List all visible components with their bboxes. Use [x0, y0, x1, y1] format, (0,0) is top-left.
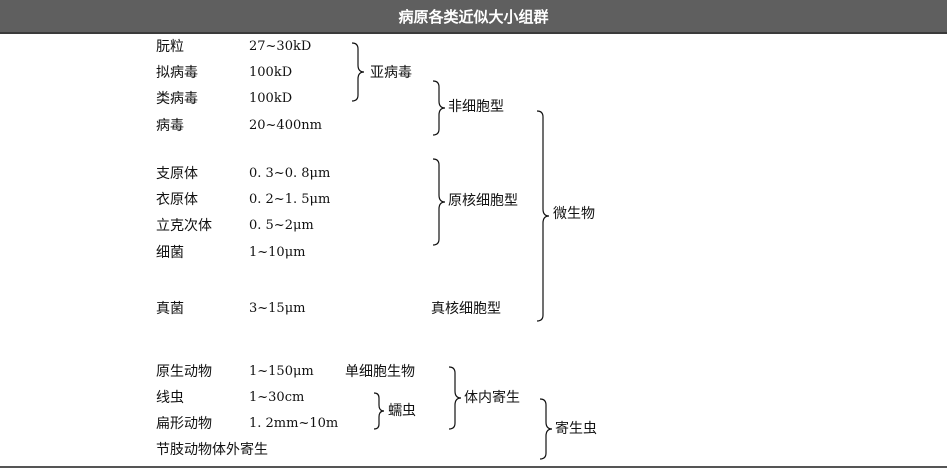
row-size: 1~150μm: [249, 364, 314, 379]
row-name: 衣原体: [156, 192, 198, 208]
row-size: 3~15μm: [249, 301, 306, 316]
row-name: 拟病毒: [156, 65, 198, 81]
group-unicellular-label: 单细胞生物: [345, 364, 415, 380]
row-name: 扁形动物: [156, 416, 212, 432]
row-name: 真菌: [156, 301, 184, 317]
group-eukaryotic-label: 真核细胞型: [431, 301, 501, 317]
row-size: 1. 2mm~10m: [249, 416, 339, 431]
group-endoparasite-label: 体内寄生: [464, 390, 520, 406]
row-size: 0. 2~1. 5μm: [249, 192, 331, 207]
table-title-bar: 病原各类近似大小组群: [0, 0, 947, 34]
row-size: 1~30cm: [249, 390, 305, 405]
row-name: 类病毒: [156, 91, 198, 107]
row-name: 线虫: [156, 390, 184, 406]
row-size: 27~30kD: [249, 39, 312, 54]
endoparasite-brace: [448, 366, 462, 430]
parasite-brace: [539, 398, 553, 460]
row-name: 细菌: [156, 245, 184, 261]
row-name: 原生动物: [156, 364, 212, 380]
group-noncellular-label: 非细胞型: [448, 99, 504, 115]
row-size: 20~400nm: [249, 118, 322, 133]
helminth-brace: [373, 392, 385, 430]
row-name: 病毒: [156, 118, 184, 134]
row-name: 支原体: [156, 166, 198, 182]
group-subvirus-label: 亚病毒: [370, 65, 412, 81]
group-microorganism-label: 微生物: [553, 206, 595, 222]
row-size: 0. 5~2μm: [249, 218, 314, 233]
bottom-rule: [0, 466, 947, 468]
group-helminth-label: 蠕虫: [388, 403, 416, 419]
row-size: 1~10μm: [249, 245, 306, 260]
group-parasite-label: 寄生虫: [555, 421, 597, 437]
row-name: 立克次体: [156, 218, 212, 234]
row-size: 100kD: [249, 91, 293, 106]
prokaryotic-brace: [432, 158, 446, 246]
group-prokaryotic-label: 原核细胞型: [448, 193, 518, 209]
noncellular-brace: [432, 80, 446, 136]
row-name: 朊粒: [156, 39, 184, 55]
row-name: 节肢动物体外寄生: [156, 442, 268, 458]
subvirus-brace: [351, 42, 365, 102]
row-size: 0. 3~0. 8μm: [249, 166, 331, 181]
table-title: 病原各类近似大小组群: [398, 7, 549, 26]
microorganism-brace: [536, 110, 550, 322]
row-size: 100kD: [249, 65, 293, 80]
